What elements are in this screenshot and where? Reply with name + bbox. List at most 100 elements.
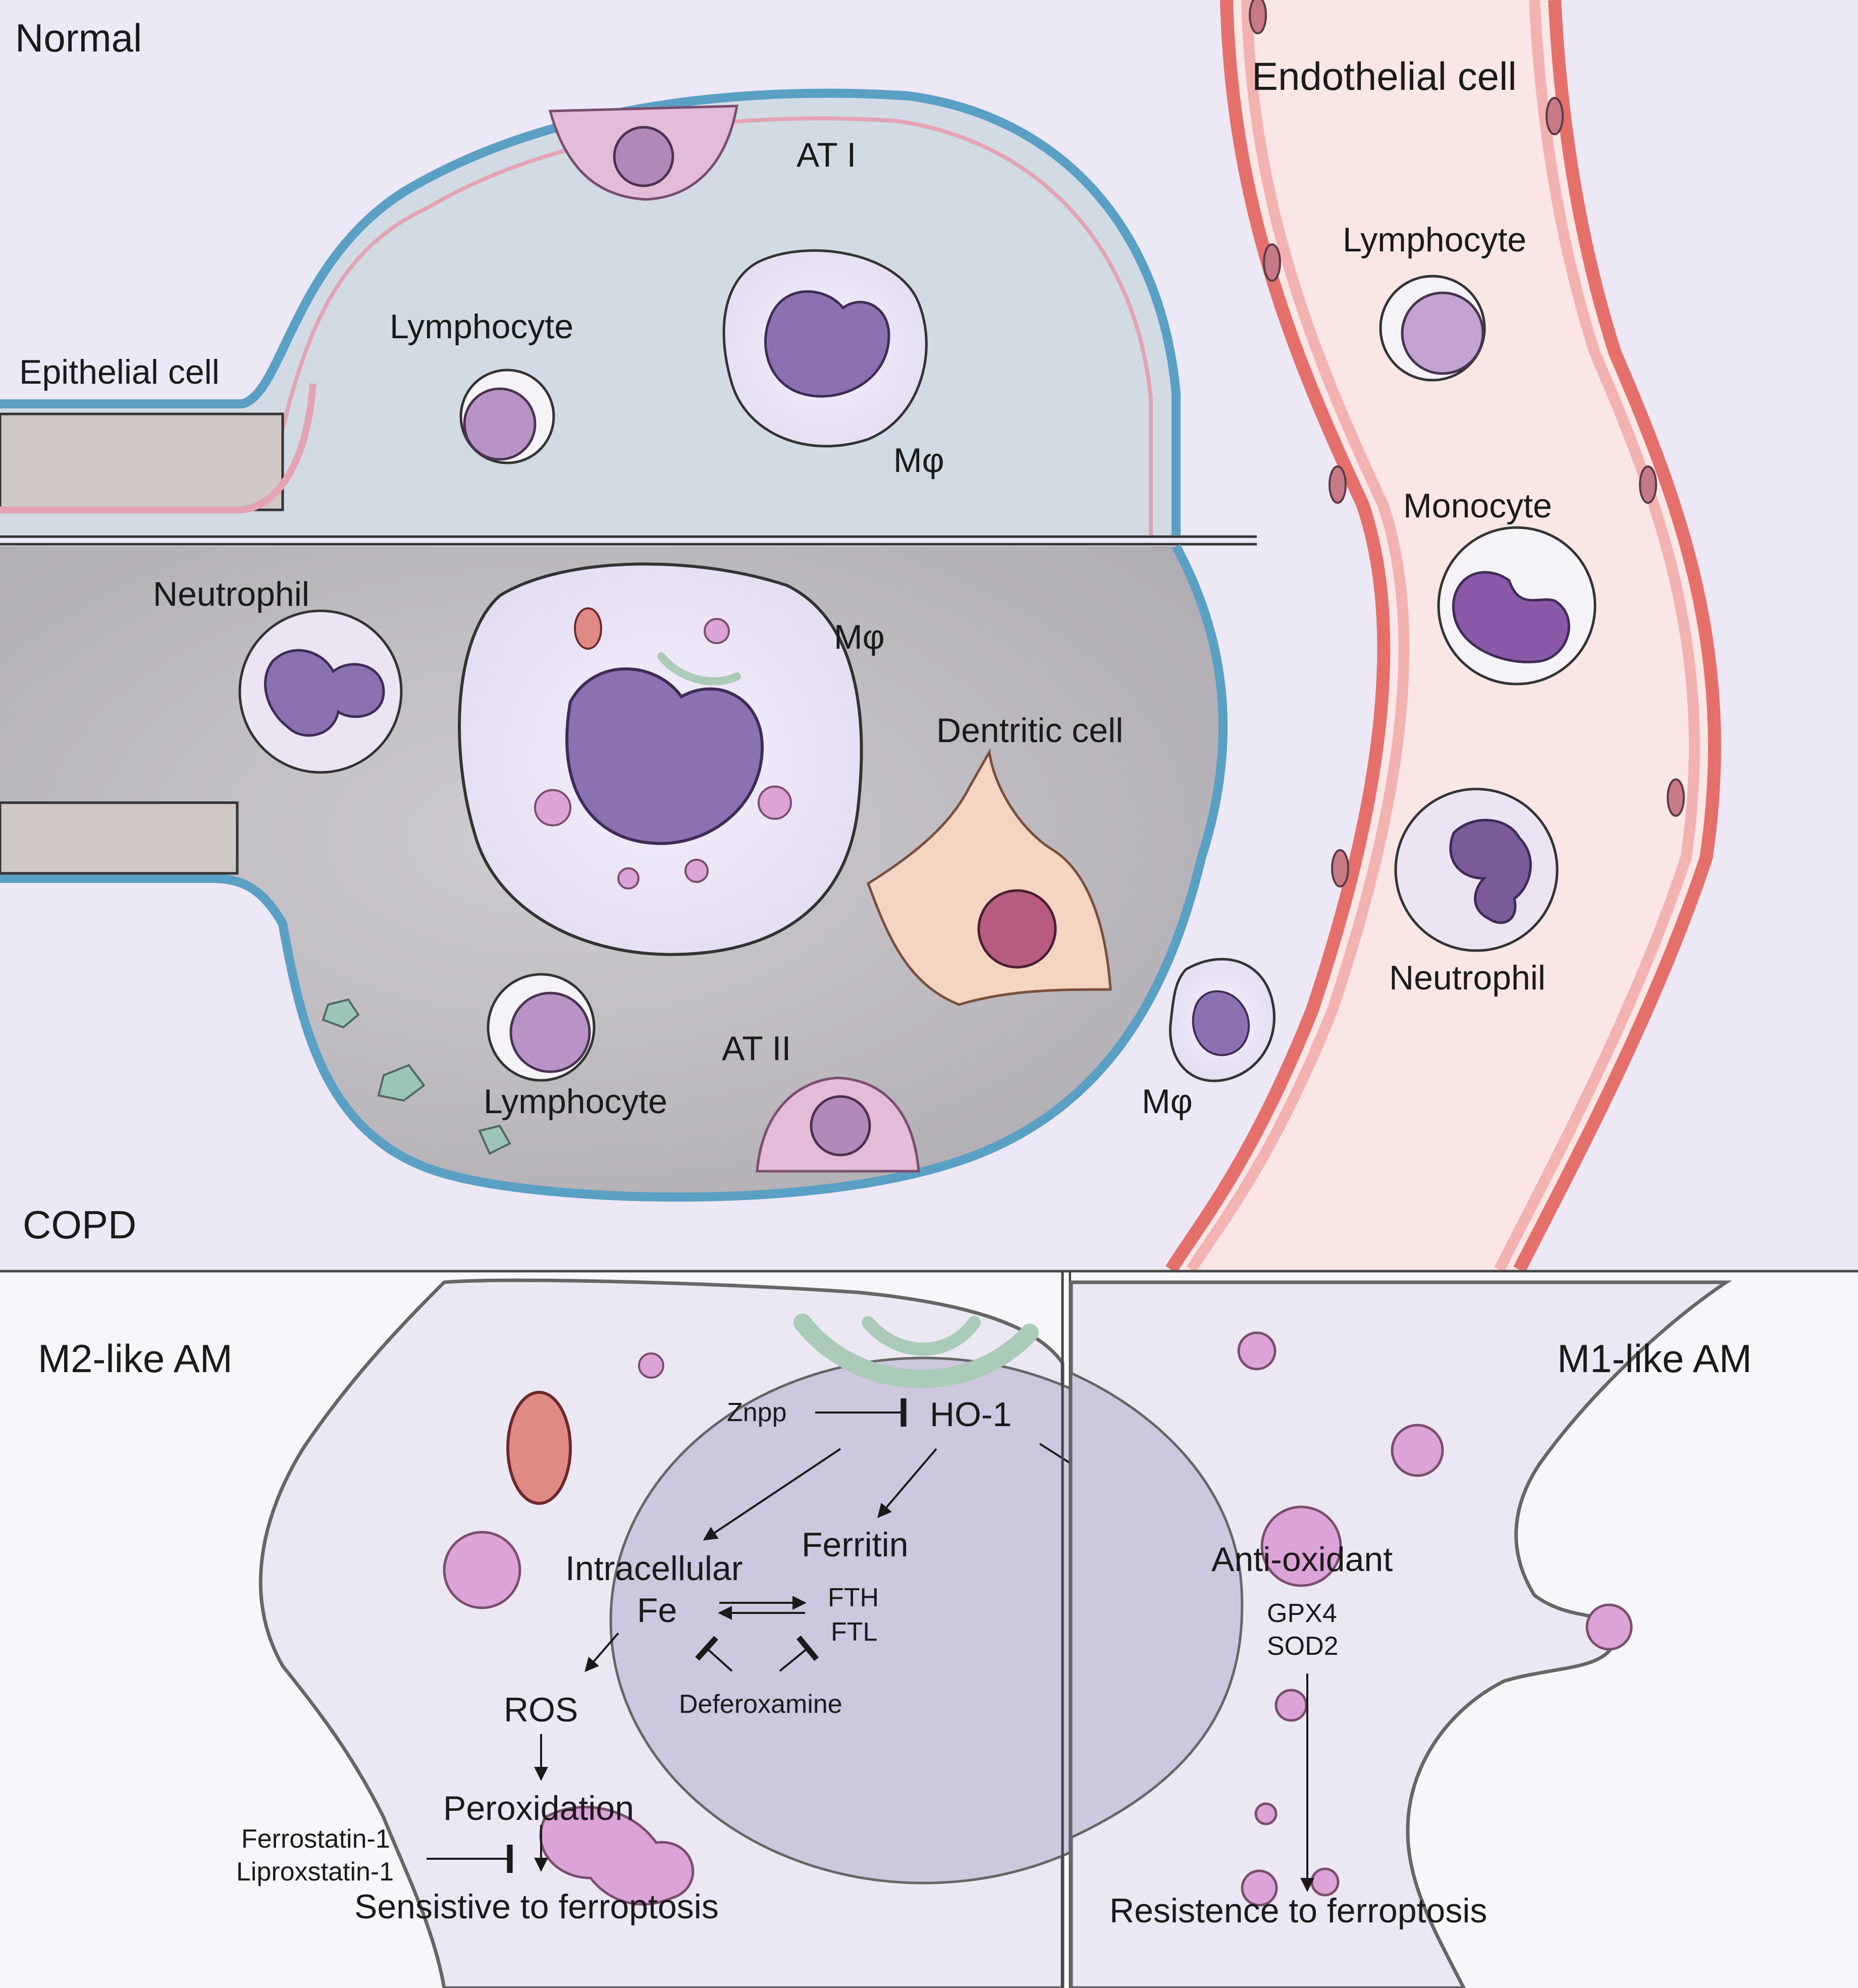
- normal-alveolus: [0, 88, 1181, 535]
- ho1-label: HO-1: [930, 1395, 1012, 1434]
- vessel-wall-right: [1513, 0, 1721, 1273]
- normal-macrophage-label: Mφ: [893, 441, 944, 480]
- vessel-monocyte-nucleus: [1452, 571, 1570, 663]
- gpx4-label: GPX4: [1267, 1599, 1337, 1628]
- epithelial-layer: [0, 383, 316, 513]
- debris: [322, 998, 360, 1029]
- top-panel: Normal COPD Endothelial cell AT I Lympho…: [0, 0, 1858, 1273]
- intracellular-label-line2: Fe: [637, 1591, 677, 1630]
- top-panel-labels: Normal COPD Endothelial cell AT I Lympho…: [15, 16, 1552, 1247]
- peroxidation-label: Peroxidation: [443, 1789, 634, 1827]
- m1-title: M1-like AM: [1557, 1336, 1752, 1381]
- vessel-cells: [1379, 275, 1597, 952]
- ho1-to-intracellular-fe: [703, 1448, 841, 1541]
- debris: [377, 1064, 426, 1102]
- ftl-label: FTL: [831, 1617, 877, 1647]
- endothelial-nucleus: [1249, 0, 1267, 34]
- vessel-monocyte-label: Monocyte: [1403, 487, 1552, 525]
- copd-macrophage-mitochondrion: [574, 607, 602, 650]
- epithelial-band: [0, 412, 284, 511]
- vessel-wall-right-inner: [1494, 0, 1700, 1273]
- normal-macrophage-nucleus: [764, 290, 890, 398]
- m1-panel: M1-like AM Anti-oxidant GPX4 SOD2 Resist…: [1069, 1273, 1858, 1988]
- m2-outcome-label: Sensistive to ferroptosis: [354, 1888, 719, 1926]
- at1-label: AT I: [797, 136, 856, 174]
- sod2-label: SOD2: [1267, 1632, 1339, 1661]
- copd-alveolar-wall: [0, 544, 1228, 1202]
- copd-lymphocyte-label: Lymphocyte: [484, 1082, 667, 1121]
- copd-macrophage-vesicles: [534, 618, 792, 890]
- migrating-macrophage-nucleus: [1192, 990, 1250, 1057]
- m2-golgi-2: [862, 1316, 981, 1356]
- normal-label: Normal: [15, 16, 142, 60]
- vesicle: [704, 618, 730, 644]
- at2-nucleus: [810, 1095, 871, 1157]
- vessel-lymphocyte-nucleus: [1401, 291, 1484, 375]
- debris: [478, 1124, 511, 1155]
- copd-neutrophil-label: Neutrophil: [153, 575, 309, 613]
- copd-macrophage-golgi: [657, 652, 741, 686]
- vesicle: [534, 789, 571, 826]
- ho1-to-ferritin: [877, 1448, 937, 1519]
- endothelial-nucleus: [1546, 97, 1564, 135]
- vesicle: [617, 867, 640, 890]
- vessel-wall-left-inner: [1186, 0, 1410, 1273]
- vesicle: [758, 786, 792, 820]
- epithelial-cell-label: Epithelial cell: [19, 353, 220, 391]
- m2-vesicle: [638, 1352, 664, 1379]
- at2-label: AT II: [722, 1029, 791, 1068]
- normal-lymphocyte-label: Lymphocyte: [390, 307, 573, 346]
- endothelial-nucleus: [1331, 849, 1349, 887]
- antioxidant-label: Anti-oxidant: [1211, 1540, 1393, 1579]
- m2-panel: M2-like AM Znpp HO-1 Intracellular Fe Fe…: [0, 1273, 1238, 1988]
- m2-mitochondrion: [506, 1391, 572, 1505]
- m1-vesicle: [1237, 1331, 1277, 1371]
- m1-vesicle: [1391, 1424, 1444, 1477]
- m2-golgi: [793, 1314, 1039, 1388]
- m1-vesicle: [1241, 1869, 1278, 1907]
- ros-label: ROS: [504, 1691, 578, 1729]
- dendritic-cell-nucleus: [977, 889, 1057, 969]
- m2-title: M2-like AM: [38, 1336, 233, 1381]
- copd-alveolus: [0, 544, 1276, 1202]
- deferoxamine-inhibits-fe: [695, 1636, 733, 1672]
- copd-neutrophil-nucleus: [264, 649, 385, 737]
- vessel-neutrophil-nucleus: [1449, 819, 1532, 924]
- endothelial-label: Endothelial cell: [1252, 54, 1517, 98]
- normal-lymphocyte-nucleus: [463, 387, 537, 461]
- epithelial-basement: [0, 383, 316, 513]
- vessel-wall-left: [1165, 0, 1391, 1273]
- endothelial-nucleus: [1263, 243, 1281, 282]
- deferoxamine-inhibits-ferritin: [779, 1635, 819, 1672]
- copd-macrophage-label: Mφ: [834, 618, 885, 656]
- m1-nucleus-edge: [1070, 1371, 1244, 1840]
- intracellular-label-line1: Intracellular: [565, 1549, 743, 1588]
- liproxstatin-label: Liproxstatin-1: [236, 1857, 394, 1887]
- copd-epithelial-band: [0, 801, 239, 875]
- deferoxamine-label: Deferoxamine: [679, 1690, 842, 1719]
- endothelial-nucleus: [1639, 465, 1657, 504]
- copd-label: COPD: [23, 1202, 136, 1247]
- cell-debris: [322, 998, 511, 1155]
- endothelial-nucleus: [1667, 778, 1685, 817]
- m2-vesicle-cluster: [539, 1806, 695, 1906]
- m1-vesicle: [1275, 1689, 1308, 1722]
- copd-lymphocyte-nucleus: [509, 991, 591, 1073]
- fe-to-ros: [585, 1632, 619, 1672]
- vessel-neutrophil-label: Neutrophil: [1389, 959, 1546, 997]
- m1-vesicle: [1260, 1505, 1342, 1587]
- normal-alveolar-wall: [0, 88, 1181, 535]
- m2-vesicle: [443, 1531, 521, 1609]
- ferritin-label: Ferritin: [802, 1526, 909, 1564]
- m1-vesicle: [1585, 1603, 1633, 1651]
- endothelial-nuclei: [1249, 0, 1685, 887]
- vesicle: [684, 859, 709, 883]
- at1-nucleus: [613, 126, 674, 187]
- znpp-label: Znpp: [727, 1398, 787, 1427]
- vessel-lymphocyte-label: Lymphocyte: [1343, 221, 1526, 259]
- m1-outcome-label: Resistence to ferroptosis: [1109, 1892, 1487, 1930]
- fth-label: FTH: [828, 1583, 879, 1612]
- dendritic-cell-label: Dentritic cell: [936, 711, 1123, 750]
- m1-vesicle: [1254, 1802, 1278, 1825]
